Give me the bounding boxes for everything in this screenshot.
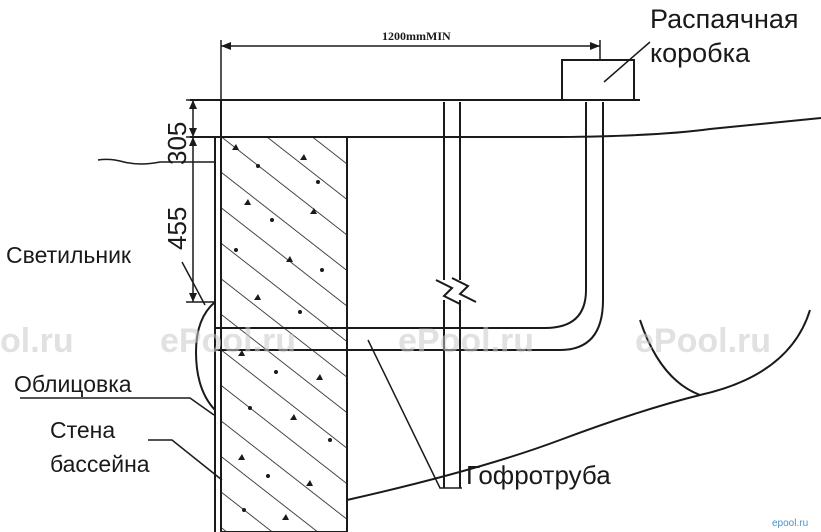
pool-bowl-inner-curve [639,319,701,396]
watermark-corner: epool.ru [772,518,808,529]
leader-conduit [367,339,462,489]
leader-junction-box [603,41,651,83]
watermark-center: ePool.ru [398,322,534,360]
leader-cladding [20,397,215,416]
water-level-line [97,158,215,165]
junction-box-label-2: коробка [650,38,751,68]
watermark-right: ePool.ru [635,322,771,360]
pool-wall-label-2: бассейна [50,451,150,477]
conduit-label: Гофротруба [466,460,611,490]
dimension-1200-label: 1200mmMIN [382,29,451,43]
leader-wall [148,439,223,481]
deck-surface-line [190,117,821,138]
light-label: Светильник [6,242,132,268]
dimension-305-label: 305 [162,122,192,165]
vertical-pipe-with-break [435,102,477,488]
concrete-wall [220,136,348,532]
pool-wall-label-1: Стена [50,417,115,443]
junction-box-label-1: Распаячная [650,4,799,34]
watermark-left: ol.ru [0,322,74,360]
pool-light-fixture [194,301,216,411]
dimension-455-label: 455 [162,207,192,250]
conduit-pipe [215,102,604,351]
watermark-center-left: ePool.ru [160,322,296,360]
concrete-aggregate-marks [232,144,332,520]
pool-bowl-outline [346,309,811,501]
dimension-1200 [220,40,601,100]
cladding-label: Облицовка [14,371,132,397]
leader-light [181,261,206,306]
vertical-dimensions [186,99,215,303]
